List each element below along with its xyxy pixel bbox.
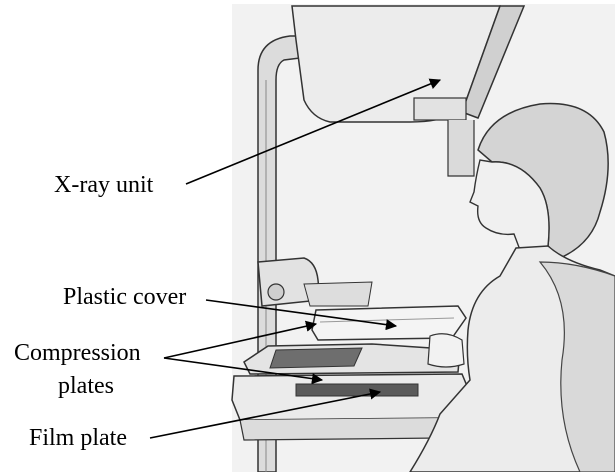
film-plate-label: Film plate <box>29 425 127 451</box>
plastic-cover-label: Plastic cover <box>63 284 186 310</box>
lower-compression-plate <box>244 344 460 374</box>
xray-unit-label: X-ray unit <box>54 172 153 198</box>
compression-plates-label-line2: plates <box>58 373 114 399</box>
compression-plates-label-line1: Compression <box>14 340 141 366</box>
